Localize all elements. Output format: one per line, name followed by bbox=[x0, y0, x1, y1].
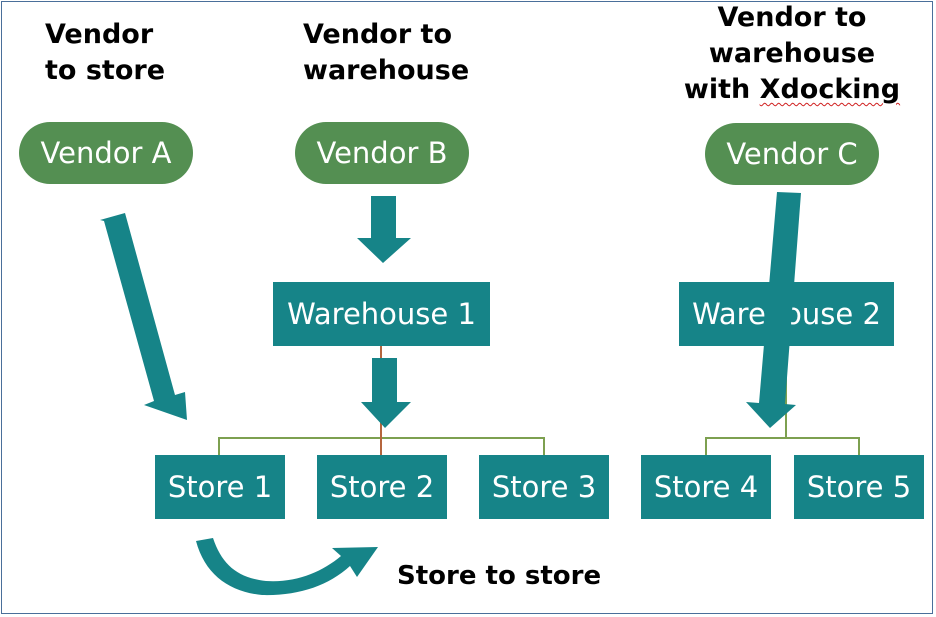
label-store-to-store: Store to store bbox=[397, 561, 602, 591]
store-3-node: Store 3 bbox=[479, 455, 609, 519]
heading-line: to store bbox=[45, 55, 166, 86]
heading-vendor-to-store: Vendor to store bbox=[45, 17, 165, 89]
heading-line: Vendor to bbox=[303, 19, 453, 50]
arrow-vendor-c-xdock bbox=[746, 192, 801, 428]
store-2-node: Store 2 bbox=[317, 455, 447, 519]
heading-line: Vendor to bbox=[717, 2, 867, 33]
arrow-warehouse-1-to-stores bbox=[361, 358, 411, 428]
heading-vendor-to-warehouse: Vendor to warehouse bbox=[303, 17, 469, 89]
warehouse-1-node: Warehouse 1 bbox=[273, 282, 490, 346]
vendor-c-node: Vendor C bbox=[705, 123, 879, 185]
vendor-a-node: Vendor A bbox=[19, 122, 193, 184]
store-5-node: Store 5 bbox=[794, 455, 924, 519]
heading-xdocking: Vendor to warehouse with Xdocking bbox=[680, 0, 904, 108]
vendor-b-node: Vendor B bbox=[295, 122, 469, 184]
arrow-store-to-store bbox=[196, 538, 378, 596]
arrow-vendor-b-to-warehouse-1 bbox=[357, 196, 411, 263]
heading-line: warehouse bbox=[303, 55, 470, 86]
spellcheck-underline: Xdocking bbox=[759, 74, 901, 105]
heading-line: with Xdocking bbox=[683, 74, 901, 105]
heading-line: Vendor bbox=[45, 19, 154, 50]
arrow-vendor-a-to-store-1 bbox=[100, 213, 187, 420]
store-4-node: Store 4 bbox=[641, 455, 771, 519]
store-1-node: Store 1 bbox=[155, 455, 285, 519]
heading-line: warehouse bbox=[708, 38, 876, 69]
